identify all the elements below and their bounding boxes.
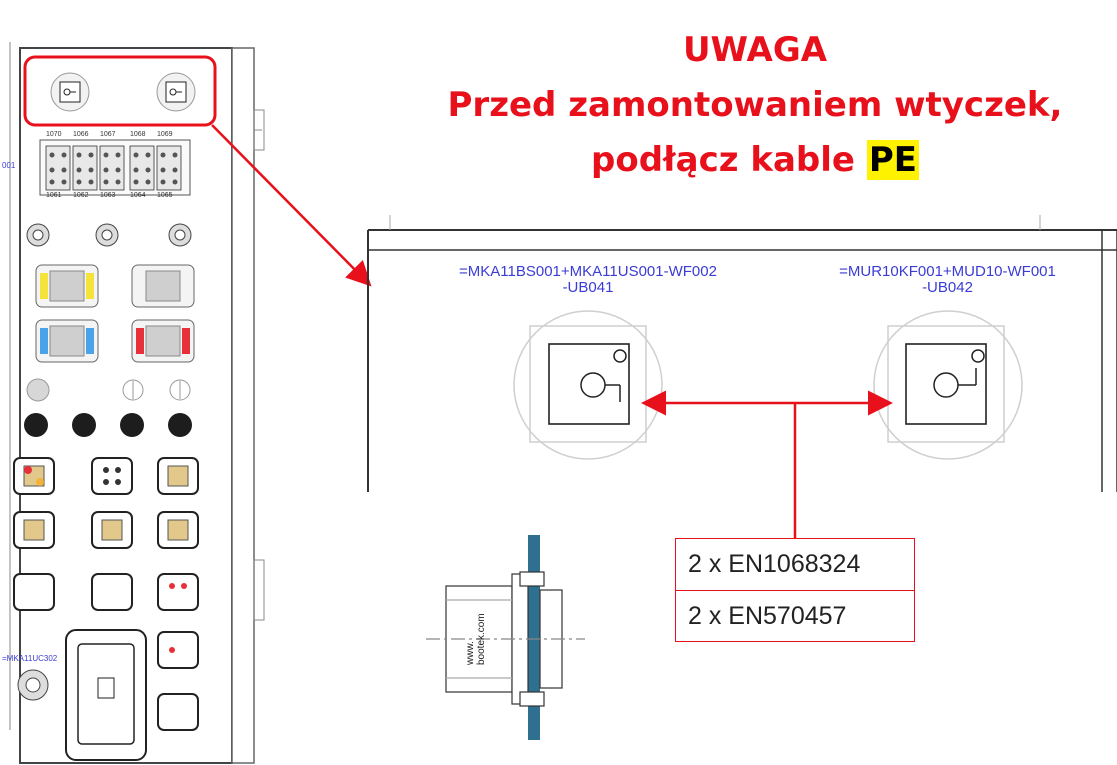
connector-label-line2: -UB042 (922, 279, 973, 296)
terminal-number: 1070 (46, 131, 62, 138)
connector-label-line1: =MKA11BS001+MKA11US001-WF002 (459, 263, 717, 280)
cabinet-panel-drawing (9, 42, 265, 764)
parts-row: 2 x EN570457 (676, 590, 914, 641)
warning-line-2: podłącz kable PE (395, 140, 1115, 180)
warning-title: UWAGA (682, 30, 828, 70)
terminal-number: 1069 (157, 131, 173, 138)
panel-left-label: =MKA11UC302 (2, 654, 58, 663)
parts-row: 2 x EN1068324 (688, 550, 861, 578)
plug-brand-text: www. bootek.com (465, 613, 487, 665)
connector-label-ub041: =MKA11BS001+MKA11US001-WF002 -UB041 (438, 264, 738, 296)
terminal-number: 1067 (100, 131, 116, 138)
parts-table: 2 x EN1068324 2 x EN570457 (675, 538, 915, 642)
pe-socket-ub041 (513, 310, 663, 460)
connector-label-line1: =MUR10KF001+MUD10-WF001 (839, 263, 1056, 280)
warning-line-2-text: podłącz kable (591, 140, 867, 180)
terminal-number: 1066 (73, 131, 89, 138)
terminal-number: 1068 (130, 131, 146, 138)
enlarged-panel-frame (367, 215, 1117, 492)
pe-highlight: PE (866, 140, 919, 180)
pe-socket-ub042 (873, 310, 1023, 460)
terminal-number: 1062 (73, 192, 89, 199)
panel-side-label: 001 (2, 161, 16, 170)
terminal-number: 1061 (46, 192, 62, 199)
terminal-number: 1065 (157, 192, 173, 199)
parts-pointer-arrows (641, 390, 893, 538)
pe-plug-side-view (426, 535, 585, 740)
connector-label-line2: -UB041 (562, 279, 614, 296)
warning-line-1: Przed zamontowaniem wtyczek, (447, 85, 1063, 125)
terminal-number: 1063 (100, 192, 116, 199)
pe-sockets-highlight (23, 55, 217, 127)
connector-label-ub042: =MUR10KF001+MUD10-WF001 -UB042 (800, 264, 1095, 296)
terminal-number: 1064 (130, 192, 146, 199)
